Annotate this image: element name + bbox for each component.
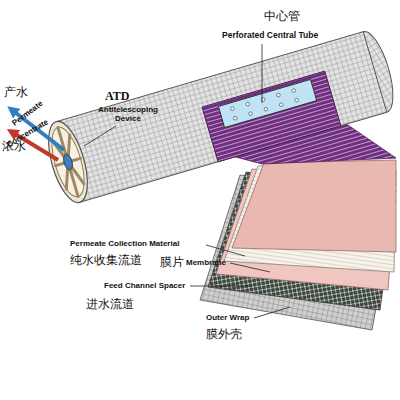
perforation xyxy=(233,116,237,120)
cap-rim xyxy=(41,117,95,207)
part-label-cn: 膜外壳 xyxy=(206,328,242,341)
leader-line xyxy=(84,126,116,146)
part-label: Feed Channel Spacer xyxy=(104,282,185,291)
central-tube xyxy=(218,79,316,127)
part-label-cn: 中心管 xyxy=(264,10,300,23)
perforation xyxy=(279,103,283,107)
perforation xyxy=(249,112,253,116)
part-acronym: ATD xyxy=(105,90,129,103)
membrane-sheet xyxy=(232,160,396,252)
perforation xyxy=(246,102,250,106)
leader-lines xyxy=(84,44,290,318)
leader-line xyxy=(254,307,290,318)
perforation xyxy=(295,98,299,102)
wound-layers xyxy=(202,71,341,162)
outer-wrap-body xyxy=(56,32,387,203)
part-label-cn: 纯水收集流道 xyxy=(70,254,142,267)
cap-spokes xyxy=(45,124,90,200)
cap-inner-rim xyxy=(45,124,90,200)
tube-perforations xyxy=(231,89,299,120)
leader-line xyxy=(206,245,245,256)
leader-line xyxy=(190,286,250,287)
part-label: Outer Wrap xyxy=(206,314,249,323)
part-label: Antitelescoping Device xyxy=(92,106,164,124)
part-label-cn: 进水流道 xyxy=(86,298,134,311)
part-label: Membrane xyxy=(186,259,226,268)
part-label-cn: 膜片 xyxy=(160,256,184,269)
cap-hub xyxy=(62,153,74,171)
perforation xyxy=(231,107,235,111)
leader-line xyxy=(230,263,270,272)
perforation xyxy=(264,107,268,111)
perforation xyxy=(292,89,296,93)
part-label: Perforated Central Tube xyxy=(222,31,318,40)
perforation xyxy=(277,93,281,97)
flow-label-cn: 产水 xyxy=(4,86,28,99)
leader-line xyxy=(262,44,263,103)
part-label: Permeate Collection Material xyxy=(70,240,179,249)
atd-end-cap xyxy=(41,117,95,207)
flow-label-cn: 浓水 xyxy=(2,140,26,153)
